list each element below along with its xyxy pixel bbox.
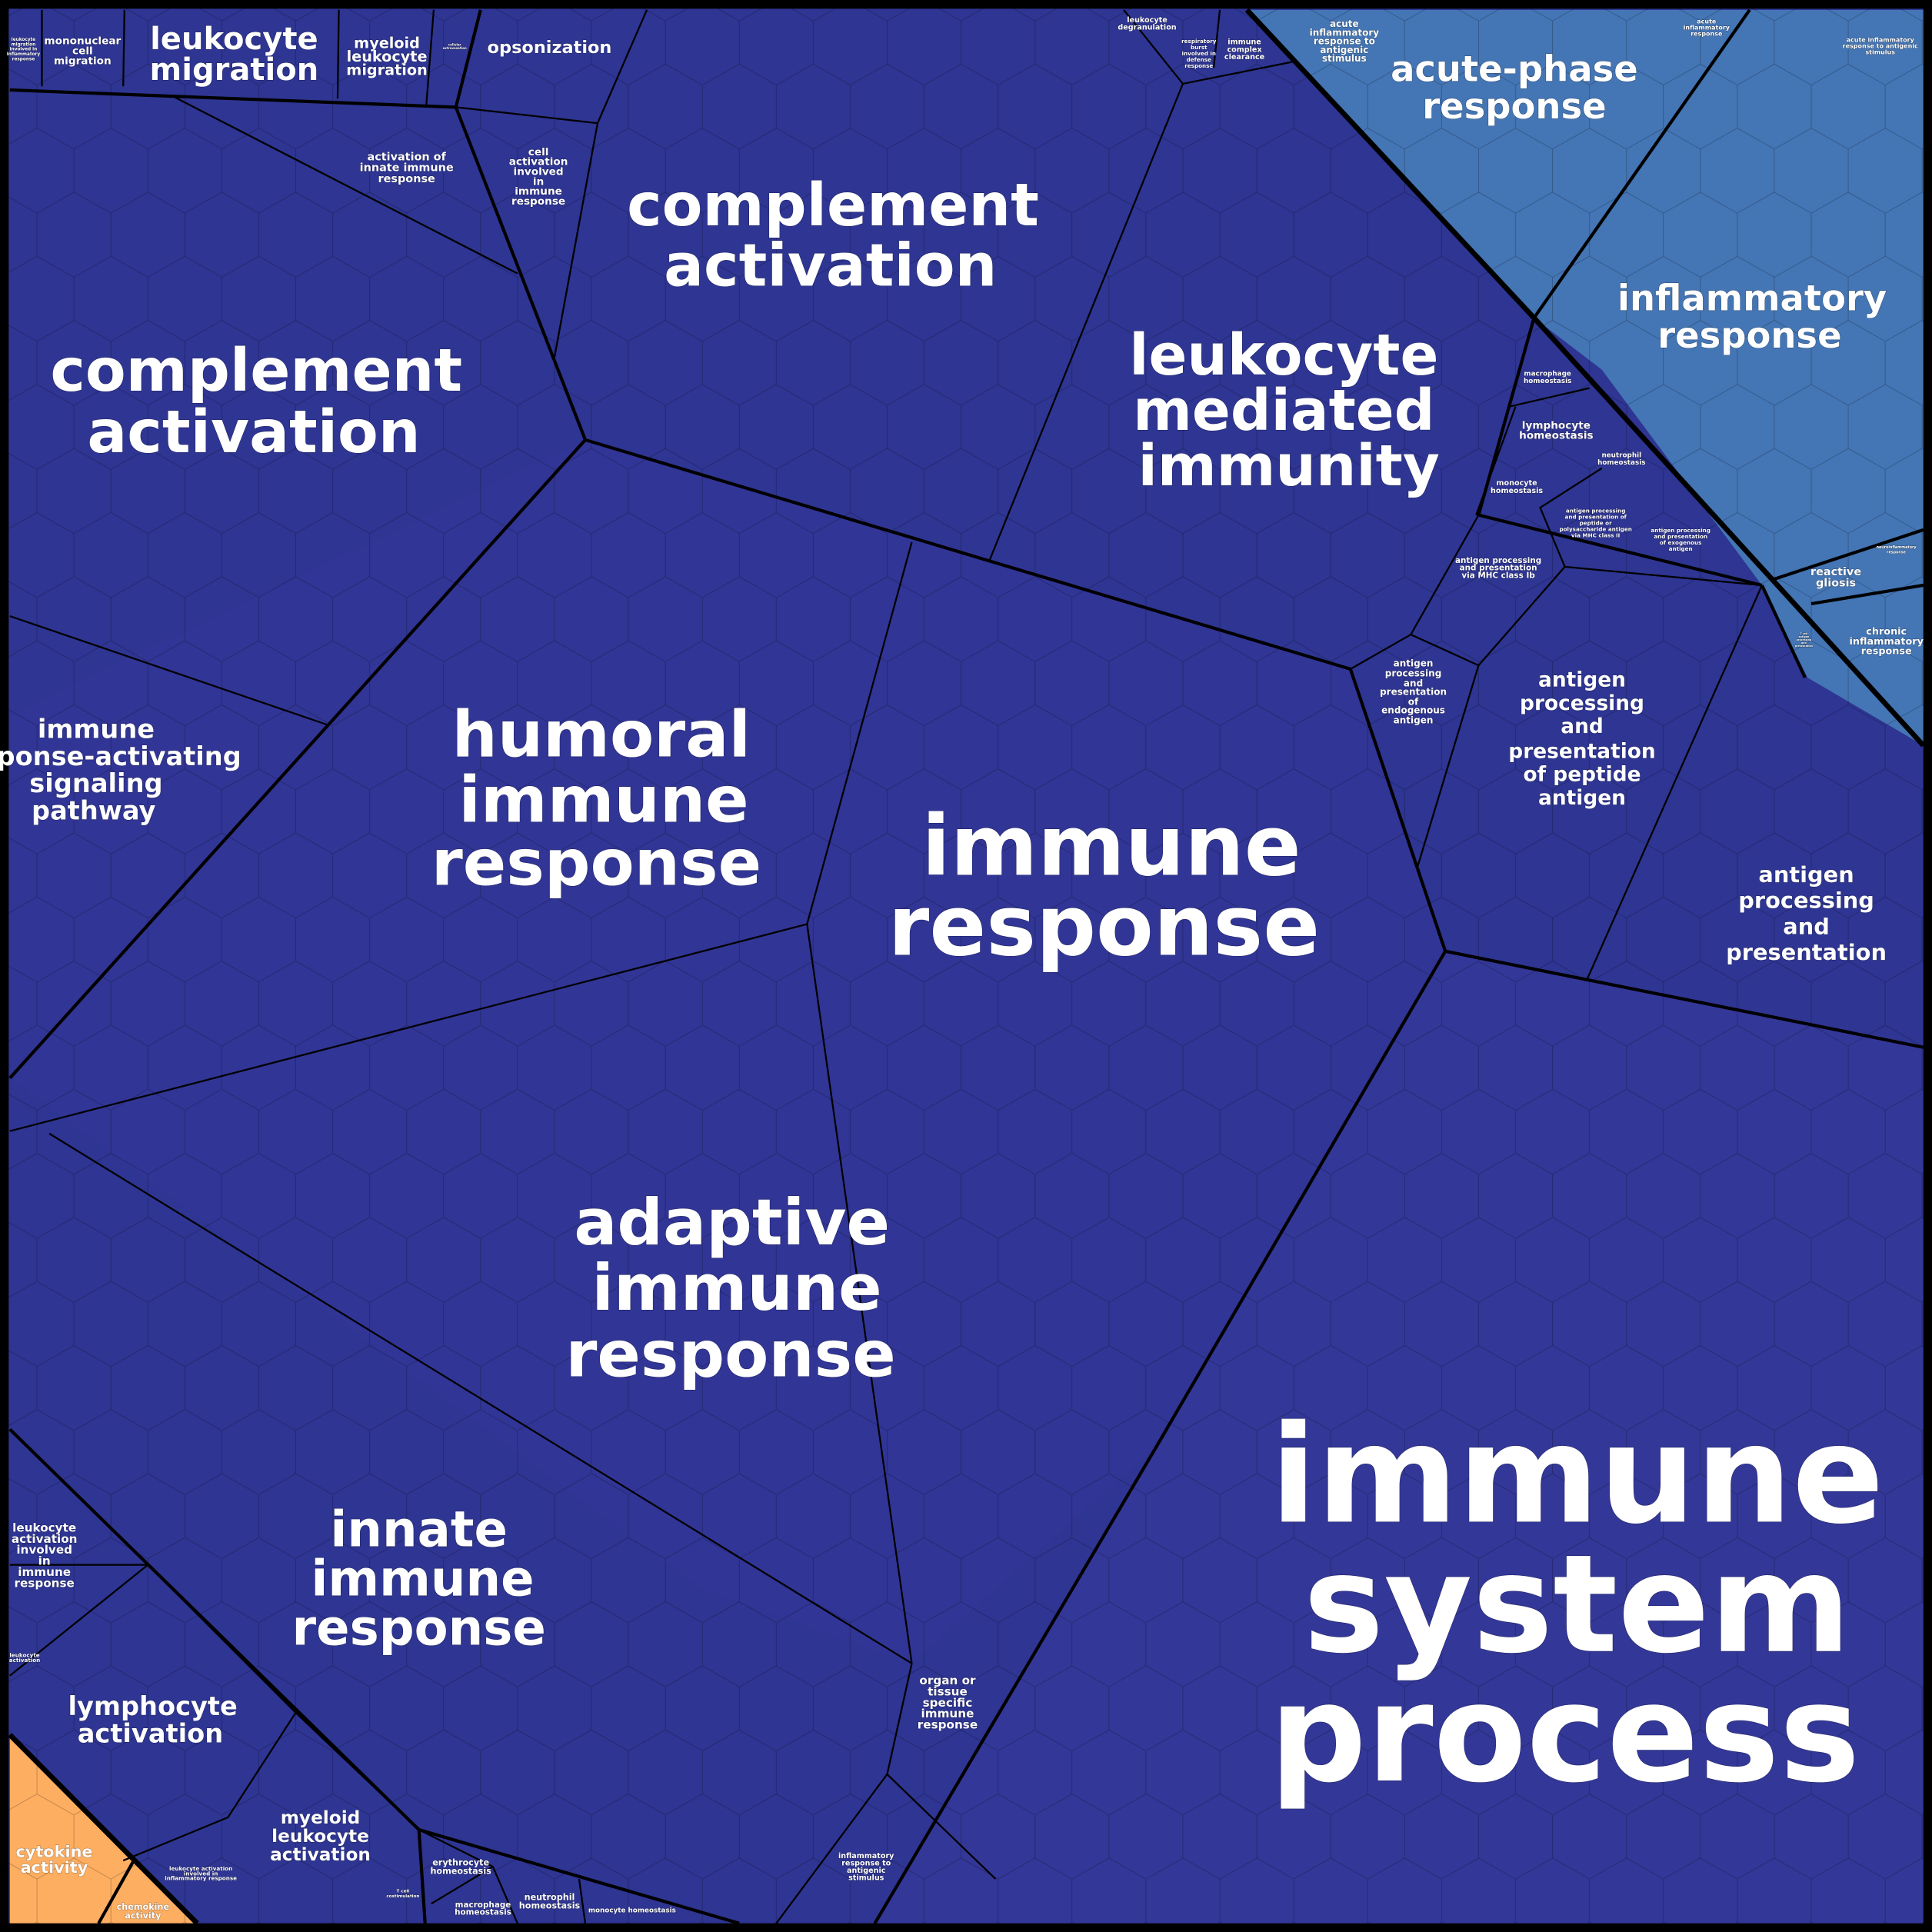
borders-mid	[8, 8, 1924, 1925]
borders-minor	[9, 9, 1763, 1924]
label-monocyte-homeostasis-bottom[interactable]: monocyte homeostasis	[588, 1907, 676, 1915]
label-immune-response-activating-signaling-pathway[interactable]: immuneresponse-activatingsignalingpathwa…	[0, 714, 242, 826]
cell-texture	[8, 8, 1924, 1924]
label-opsonization[interactable]: opsonization	[487, 37, 612, 58]
